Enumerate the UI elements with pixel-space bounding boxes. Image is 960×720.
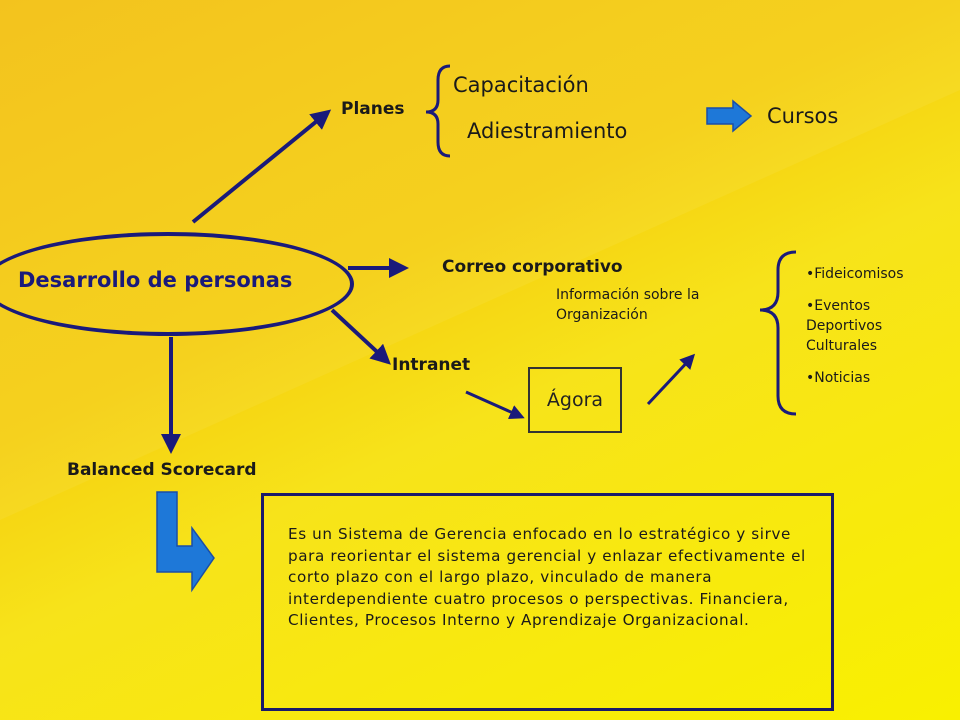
balanced-description: Es un Sistema de Gerencia enfocado en lo… — [261, 493, 834, 711]
bullet-fideicomisos: •Fideicomisos — [806, 266, 904, 282]
correo-bullets: •Fideicomisos •Eventos Deportivos Cultur… — [806, 264, 946, 400]
balanced-label: Balanced Scorecard — [67, 460, 257, 480]
shading — [0, 0, 960, 520]
arrow-to-bullets — [646, 353, 696, 406]
bullet-eventos: •Eventos Deportivos Culturales — [806, 298, 883, 354]
cursos-label: Cursos — [767, 104, 839, 128]
correo-label: Correo corporativo — [442, 257, 623, 277]
agora-box: Ágora — [528, 367, 622, 433]
planes-label: Planes — [341, 99, 405, 119]
intranet-label: Intranet — [392, 355, 471, 375]
planes-item-adiestramiento: Adiestramiento — [467, 119, 628, 143]
central-oval — [0, 232, 354, 336]
planes-item-capacitacion: Capacitación — [453, 73, 589, 97]
cursos-arrow — [706, 99, 753, 133]
arrow-to-intranet — [330, 308, 391, 365]
arrow-to-planes — [191, 109, 332, 224]
planes-brace — [425, 64, 451, 158]
central-label: Desarrollo de personas — [18, 268, 293, 292]
balanced-bent-arrow — [156, 491, 215, 593]
correo-brace — [759, 250, 797, 416]
arrow-to-agora — [465, 390, 525, 419]
bullet-noticias: •Noticias — [806, 370, 871, 386]
correo-description: Información sobre la Organización — [556, 287, 700, 323]
